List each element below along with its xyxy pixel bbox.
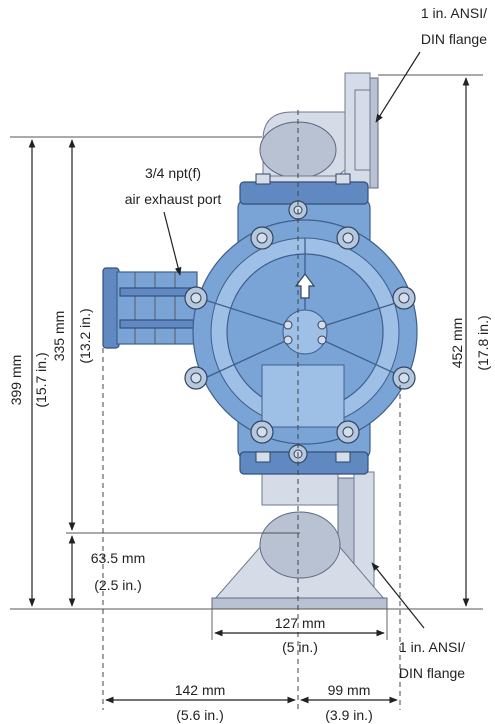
dimension-lines (28, 51, 470, 704)
dim-99-in: (3.9 in.) (325, 707, 372, 723)
callout-labels: 1 in. ANSI/ DIN flange 3/4 npt(f) air ex… (125, 5, 487, 681)
pump-body (192, 181, 418, 475)
exhaust-label-line2: air exhaust port (125, 191, 222, 207)
dim-127-in: (5 in.) (282, 639, 318, 655)
dim-99-mm: 99 mm (328, 682, 371, 698)
bottom-flange-label-line2: DIN flange (399, 665, 465, 681)
dim-335-mm: 335 mm (51, 311, 67, 362)
dim-452-mm: 452 mm (449, 318, 465, 369)
reference-lines (102, 110, 401, 710)
pump-drawing (102, 72, 418, 610)
dim-399-in: (15.7 in.) (33, 352, 49, 407)
exhaust-muffler (102, 267, 198, 349)
dimension-labels: 399 mm (15.7 in.) 335 mm (13.2 in.) 452 … (8, 308, 491, 723)
top-flange-label-line2: DIN flange (421, 31, 487, 47)
dim-142-in: (5.6 in.) (176, 707, 223, 723)
top-flange (344, 72, 379, 189)
top-flange-label-line1: 1 in. ANSI/ (421, 5, 487, 21)
flow-arrow-icon (294, 273, 316, 299)
extension-lines (10, 74, 483, 640)
bottom-flange-label-line1: 1 in. ANSI/ (399, 639, 465, 655)
exhaust-label-line1: 3/4 npt(f) (145, 165, 201, 181)
dim-635-in: (2.5 in.) (94, 577, 141, 593)
dim-399-mm: 399 mm (8, 355, 24, 406)
dim-452-in: (17.8 in.) (475, 315, 491, 370)
dim-335-in: (13.2 in.) (77, 308, 93, 363)
bottom-manifold (211, 455, 388, 610)
dim-127-mm: 127 mm (275, 615, 326, 631)
dim-635-mm: 63.5 mm (91, 550, 145, 566)
dim-142-mm: 142 mm (175, 682, 226, 698)
